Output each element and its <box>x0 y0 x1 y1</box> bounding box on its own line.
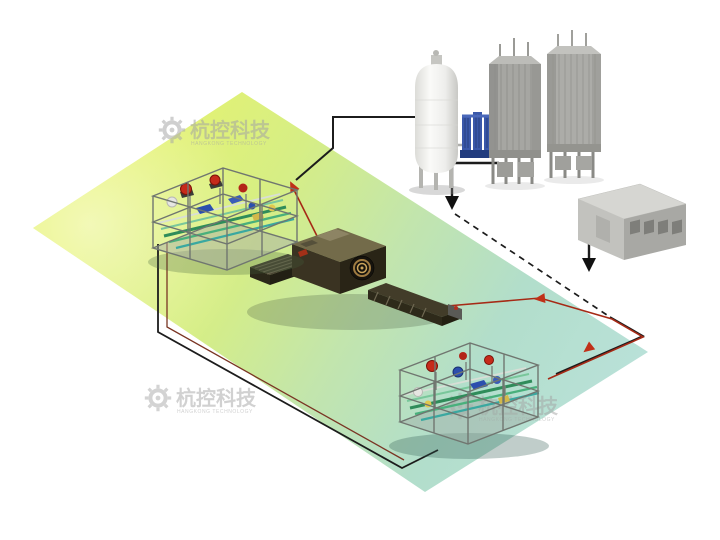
building-windows <box>630 219 682 235</box>
silo-shade-left <box>489 64 498 158</box>
silo-ribs <box>552 54 596 152</box>
skid-frame <box>150 167 300 271</box>
arrow-down-tank-icon <box>445 196 459 210</box>
silo-band <box>547 144 601 152</box>
storage-silo-2 <box>544 30 604 184</box>
pipe-teal <box>175 217 295 250</box>
skid-deck <box>153 220 297 270</box>
arrow-red-upper-icon <box>290 181 300 194</box>
flow-loop-left-black <box>157 244 439 470</box>
watermark-bottom-left: 杭控科技 HANGKONG TECHNOLOGY <box>145 385 257 415</box>
vaporizer-unit <box>460 112 495 158</box>
coil-ring-inner <box>356 262 368 274</box>
pipe-white <box>403 367 527 396</box>
watermark-text: 杭控科技 <box>190 118 271 142</box>
storage-silo-1 <box>485 38 545 190</box>
gear-icon <box>159 117 185 143</box>
pump-motor-red <box>426 360 438 372</box>
watermark-top-left: 杭控科技 HANGKONG TECHNOLOGY <box>159 117 271 147</box>
building-door <box>596 215 610 243</box>
body-top <box>292 228 386 262</box>
window <box>644 219 654 235</box>
tank-yellow <box>252 212 264 221</box>
body-left <box>292 244 340 294</box>
red-housing <box>298 249 308 257</box>
pump-motor-red3 <box>238 183 248 193</box>
coil-ring-outer <box>353 259 371 277</box>
silo-ribs <box>494 64 532 158</box>
valve-block-blue <box>470 380 488 390</box>
hydraulic-skid-upper <box>148 167 304 275</box>
end-unit <box>448 304 462 320</box>
silo-shadow <box>544 176 604 184</box>
vaporizer-panel <box>462 116 471 150</box>
vaporizer-panel <box>473 112 482 150</box>
silo-hopper2 <box>518 162 534 177</box>
window <box>630 219 640 235</box>
pump-motor-red2 <box>209 174 221 186</box>
pump-motor-red2 <box>484 355 494 365</box>
silo-cap <box>547 46 601 54</box>
silo-shade-left <box>547 54 556 152</box>
infeed-front <box>250 267 270 285</box>
flow-line-dashed <box>454 213 611 318</box>
watermark-text: 杭控科技 <box>176 386 257 410</box>
flow-loop-left-red <box>166 242 405 461</box>
arrow-red-mid-icon <box>534 293 546 304</box>
building-face-right <box>624 204 686 260</box>
cryogenic-tank <box>409 50 470 195</box>
end-indicator <box>454 306 458 310</box>
silo-hopper2 <box>576 156 592 170</box>
flow-line-red-right <box>446 297 645 380</box>
control-building <box>577 183 687 260</box>
tank-top-fitting <box>431 55 442 65</box>
silo-cap <box>489 56 541 64</box>
hydraulic-skid-lower <box>389 342 549 459</box>
tank-top-valve <box>433 50 439 56</box>
window <box>672 219 682 235</box>
silo-shade-right <box>592 54 601 152</box>
silo-hopper <box>555 156 571 170</box>
body-cap <box>316 229 350 241</box>
furnace-body <box>292 228 386 294</box>
silo-shadow <box>485 182 545 190</box>
skid-shadow <box>389 433 549 459</box>
silo-hopper <box>497 162 513 177</box>
watermark-subtext: HANGKONG TECHNOLOGY <box>177 409 253 415</box>
gear-icon <box>145 385 171 411</box>
infeed-rollers <box>254 255 305 275</box>
pump-motor-red <box>180 183 192 195</box>
arrow-red-lower-icon <box>583 341 596 353</box>
vaporizer-fins <box>464 114 491 148</box>
conveyor-ribs <box>373 291 427 318</box>
skid-frame <box>397 342 541 445</box>
vaporizer-base <box>460 150 495 158</box>
valve-block-blue <box>196 204 214 214</box>
coil-center <box>360 266 364 270</box>
tank-body <box>415 64 458 173</box>
pump-motor-red3 <box>459 352 467 360</box>
window <box>658 219 668 235</box>
main-production-machine <box>247 228 462 330</box>
pipe-risers <box>189 188 261 216</box>
body-cap2 <box>300 240 318 247</box>
tank-weld-lines <box>415 99 458 149</box>
vaporizer-panel <box>484 116 493 150</box>
silo-band <box>489 150 541 158</box>
pipe-green-mid <box>414 385 538 416</box>
watermark-subtext: HANGKONG TECHNOLOGY <box>191 141 267 147</box>
pipe-green-light <box>406 373 530 402</box>
conveyor-top <box>368 283 460 317</box>
arrow-down-building-icon <box>582 258 596 272</box>
valve-block-blue2 <box>228 195 244 204</box>
runout-conveyor <box>368 283 462 326</box>
flow-line-tank-to-skid <box>295 116 440 181</box>
conveyor-front <box>368 290 442 326</box>
silo-shade-right <box>532 64 541 158</box>
